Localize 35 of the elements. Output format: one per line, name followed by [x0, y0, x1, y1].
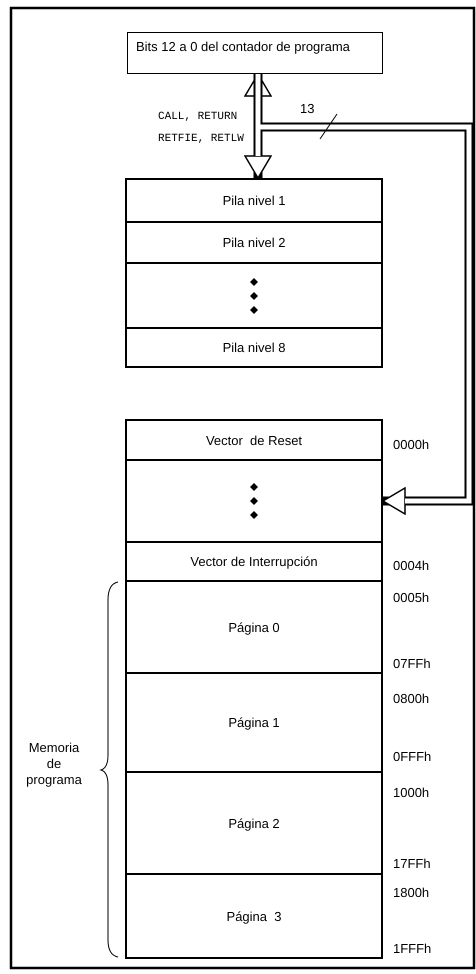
cell-label: Página 2: [228, 816, 280, 830]
memory-cell: [125, 873, 383, 959]
cell-label: Bits 12 a 0 del contador de programa: [136, 39, 350, 54]
memory-cell: [125, 672, 383, 773]
cell-label: Pila nivel 2: [222, 235, 286, 250]
address-label: 1FFFh: [393, 941, 432, 956]
memory-cell: [125, 178, 383, 223]
address-label: 1000h: [393, 785, 430, 800]
address-label: 0FFFh: [393, 749, 432, 764]
memory-cell: [125, 459, 383, 543]
address-label: 0005h: [393, 590, 430, 605]
address-label: 07FFh: [393, 656, 431, 671]
cell-label: Vector de Reset: [206, 432, 302, 448]
address-label: 0800h: [393, 691, 430, 706]
cell-label: Página 0: [228, 620, 280, 634]
address-label: 1800h: [393, 885, 430, 900]
cell-label: Pila nivel 1: [222, 193, 286, 208]
memory-cell: [125, 541, 383, 582]
memory-cell: [125, 419, 383, 461]
address-label: 17FFh: [393, 856, 431, 871]
edge-label: 13: [300, 100, 314, 118]
cell-label: Página 3: [226, 908, 282, 924]
memory-cell: [125, 771, 383, 875]
memory-cell: [125, 262, 383, 329]
memory-cell: [125, 327, 383, 368]
memory-label: Memoria de programa: [25, 740, 83, 788]
cell-label: Página 1: [228, 715, 280, 730]
cell-label: Vector de Interrupción: [190, 554, 318, 569]
register-box: [127, 32, 383, 74]
address-label: 0000h: [393, 437, 430, 452]
edge-label: CALL, RETURN RETFIE, RETLW: [158, 110, 245, 147]
memory-cell: [125, 221, 383, 264]
memory-cell: [125, 580, 383, 674]
cell-label: Pila nivel 8: [222, 340, 286, 355]
address-label: 0004h: [393, 558, 430, 573]
